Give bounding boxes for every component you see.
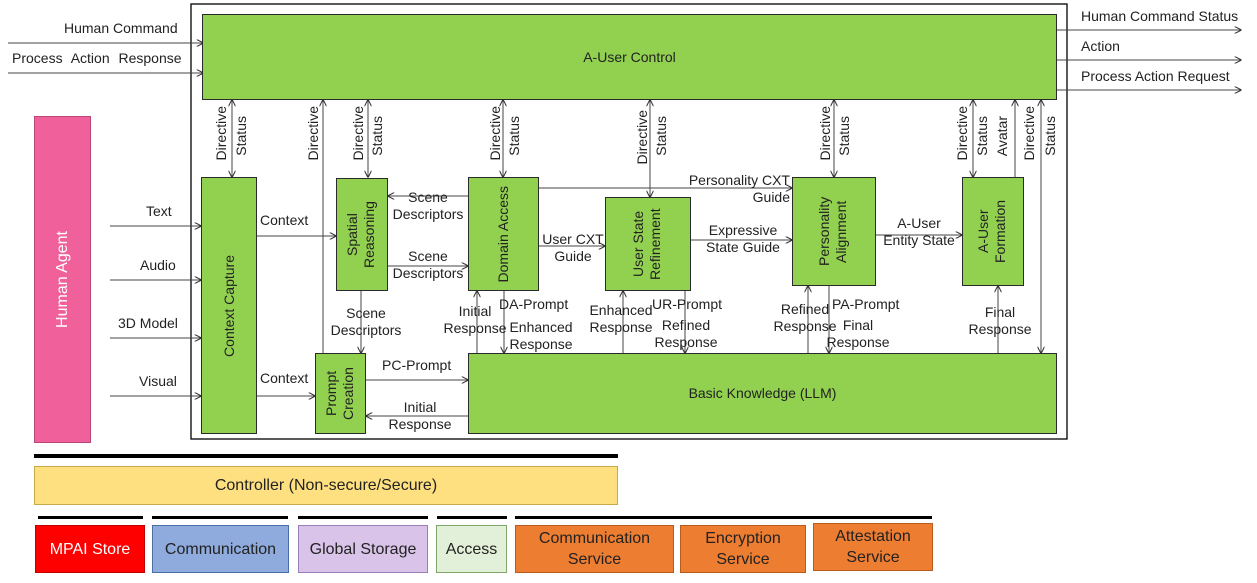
controller-label: Controller (Non-secure/Secure) [214,477,438,494]
human-command-status-label: Human Command Status [1081,8,1239,24]
domain-access-module: Domain Access [468,177,539,291]
communication-service-block: Communication [152,525,289,573]
process-action-response-label: Process Action Response [12,50,182,66]
text-input-label: Text [146,203,172,219]
outer-frame [190,3,1068,440]
service-divider [298,516,428,519]
service-divider [152,516,288,519]
human-agent-block: Human Agent [34,116,91,443]
human-command-label: Human Command [64,20,178,36]
scene-descriptors-label: Scene Descriptors [330,305,402,338]
directive-label: Directive [817,106,833,161]
status-label: Status [836,116,852,156]
directive-label: Directive [1021,106,1037,161]
a-user-formation-label: A-User Formation [975,199,1008,264]
human-agent-label: Human Agent [54,231,71,328]
3d-model-input-label: 3D Model [118,315,178,331]
service-divider [38,516,143,519]
a-user-formation-module: A-User Formation [962,177,1024,286]
communication-service-orange: Communication Service [515,525,674,573]
directive-label: Directive [954,106,970,161]
final-response-label: Final Response [968,304,1032,337]
expressive-state-guide-label: Expressive State Guide [706,222,780,255]
spatial-reasoning-label: Spatial Reasoning [344,201,377,268]
da-prompt-label: DA-Prompt [499,296,569,312]
prompt-creation-label: Prompt Creation [322,367,356,420]
status-label: Status [1042,116,1058,156]
service-label: Global Storage [309,540,417,558]
encryption-service: Encryption Service [680,525,806,573]
service-divider [515,516,932,519]
directive-label: Directive [213,106,229,161]
context-capture-module: Context Capture [201,177,257,434]
directive-label: Directive [487,106,503,161]
global-storage-service: Global Storage [298,525,428,573]
pc-prompt-label: PC-Prompt [382,357,452,373]
a-user-control-label: A-User Control [583,48,676,65]
user-cxt-guide-label: User CXT Guide [542,231,604,264]
access-service: Access [436,525,507,573]
enhanced-response-label: Enhanced Response [509,319,573,352]
directive-label: Directive [305,106,321,161]
pa-prompt-label: PA-Prompt [832,296,900,312]
a-user-entity-state-label: A-User Entity State [883,215,955,248]
personality-cxt-guide-label: Personality CXT Guide [688,172,790,205]
action-label: Action [1081,38,1120,54]
process-action-request-label: Process Action Request [1081,68,1230,84]
ur-prompt-label: UR-Prompt [652,296,723,312]
prompt-creation-module: Prompt Creation [315,353,366,434]
personality-alignment-module: Personality Alignment [792,177,876,286]
refined-response-label: Refined Response [654,317,718,350]
directive-label: Directive [634,110,650,165]
status-label: Status [369,116,385,156]
domain-access-label: Domain Access [495,185,511,283]
service-label: Encryption Service [705,530,781,568]
mpai-store-service: MPAI Store [35,525,145,573]
scene-descriptors-label: Scene Descriptors [392,189,464,222]
initial-response-label: Initial Response [443,303,507,336]
initial-response-label: Initial Response [388,399,452,432]
status-label: Status [653,116,669,156]
status-label: Status [974,116,990,156]
controller-divider [34,454,618,458]
service-label: MPAI Store [49,540,131,558]
visual-input-label: Visual [139,373,177,389]
enhanced-response-label: Enhanced Response [589,302,653,335]
a-user-control-module: A-User Control [202,14,1057,100]
context-label: Context [260,212,309,228]
basic-knowledge-module: Basic Knowledge (LLM) [468,353,1057,434]
service-label: Communication [164,540,277,558]
status-label: Status [506,116,522,156]
controller-block: Controller (Non-secure/Secure) [34,466,618,505]
status-label: Status [233,116,249,156]
scene-descriptors-label: Scene Descriptors [392,248,464,281]
spatial-reasoning-module: Spatial Reasoning [336,178,388,291]
avatar-label: Avatar [994,116,1010,157]
directive-label: Directive [350,106,366,161]
final-response-label: Final Response [826,317,890,350]
user-state-refinement-label: User State Refinement [630,208,663,280]
context-label: Context [260,370,309,386]
attestation-service: Attestation Service [813,523,933,571]
user-state-refinement-module: User State Refinement [605,197,691,291]
service-label: Communication Service [538,530,651,568]
audio-input-label: Audio [140,257,176,273]
context-capture-label: Context Capture [220,254,237,357]
basic-knowledge-label: Basic Knowledge (LLM) [688,385,837,401]
service-label: Access [445,540,498,558]
service-label: Attestation Service [835,528,911,566]
personality-alignment-label: Personality Alignment [816,196,849,267]
service-divider [437,516,507,519]
refined-response-label: Refined Response [773,301,837,334]
